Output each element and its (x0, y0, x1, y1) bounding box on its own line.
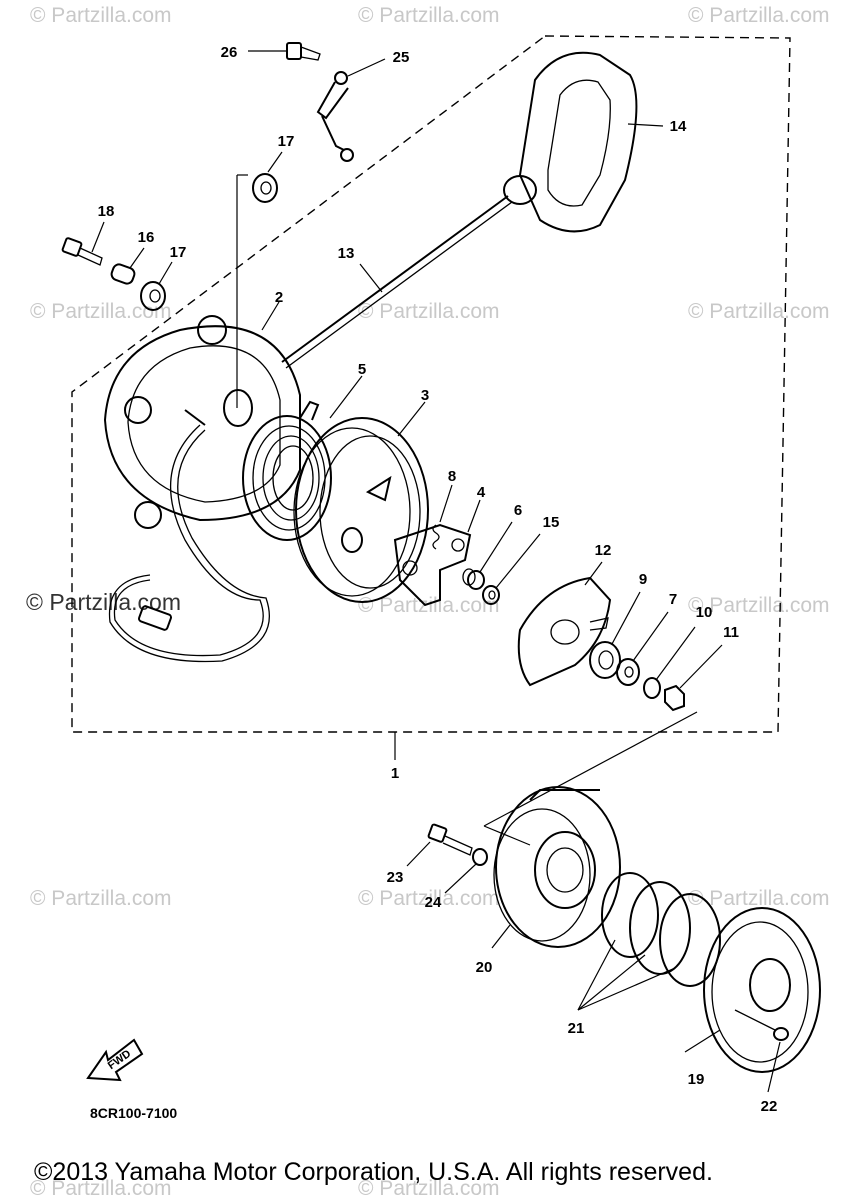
callout-10: 10 (696, 604, 713, 621)
part-2-case (103, 174, 301, 529)
callout-11: 11 (723, 624, 739, 641)
watermark: © Partzilla.com (358, 594, 500, 617)
part-10-spring-washer (643, 626, 696, 699)
part-5-spring (242, 375, 363, 541)
watermark: © Partzilla.com (358, 300, 500, 323)
part-12-friction-plate (517, 561, 612, 687)
callout-19: 19 (688, 1071, 705, 1088)
watermark: © Partzilla.com (30, 300, 172, 323)
part-14-handle (503, 51, 664, 233)
part-7-washer (616, 611, 669, 686)
part-4-drive-plate (393, 499, 481, 607)
watermark-dark: © Partzilla.com (26, 589, 181, 615)
part-23-bolt (406, 823, 473, 867)
callout-13: 13 (338, 245, 355, 262)
watermark: © Partzilla.com (688, 300, 830, 323)
callout-6: 6 (514, 502, 522, 519)
part-6-spring (462, 521, 513, 590)
part-8-spring (432, 484, 453, 550)
watermark: © Partzilla.com (30, 887, 172, 910)
callout-12: 12 (595, 542, 612, 559)
part-3-reel (293, 401, 429, 603)
callout-24: 24 (425, 894, 442, 911)
coil-wire (108, 424, 271, 663)
part-20-pulley (483, 711, 698, 949)
callout-16: 16 (138, 229, 155, 246)
part-16-sleeve (110, 247, 145, 285)
callout-7: 7 (669, 591, 677, 608)
watermark: © Partzilla.com (688, 887, 830, 910)
callout-26: 26 (221, 44, 238, 61)
callout-1: 1 (391, 765, 399, 782)
fwd-arrow-icon: FWD (86, 1038, 144, 1082)
watermark: © Partzilla.com (30, 4, 172, 27)
watermark: © Partzilla.com (688, 594, 830, 617)
watermark: © Partzilla.com (358, 887, 500, 910)
callout-21: 21 (568, 1020, 585, 1037)
part-17-collar-upper (252, 151, 283, 203)
part-24-washer (444, 848, 488, 894)
part-22-screw (734, 1009, 789, 1093)
callout-3: 3 (421, 387, 429, 404)
part-15-washer (482, 533, 541, 605)
part-25-bracket (316, 58, 386, 162)
part-18-bolt (61, 221, 105, 266)
part-26-bolt (248, 42, 321, 61)
callout-5: 5 (358, 361, 366, 378)
callout-9: 9 (639, 571, 647, 588)
part-11-nut (664, 644, 723, 712)
callout-17b: 17 (170, 244, 187, 261)
part-17-collar-lower (140, 261, 173, 311)
callout-15: 15 (543, 514, 560, 531)
callout-22: 22 (761, 1098, 778, 1115)
callout-18: 18 (98, 203, 115, 220)
callout-8: 8 (448, 468, 456, 485)
callout-23: 23 (387, 869, 404, 886)
callout-20: 20 (476, 959, 493, 976)
part-21-plates (577, 872, 721, 1011)
watermark: © Partzilla.com (30, 1177, 172, 1200)
assembly-boundary (71, 35, 791, 733)
part-19-flywheel (684, 907, 821, 1073)
watermark: © Partzilla.com (358, 4, 500, 27)
copyright-notice: ©2013 Yamaha Motor Corporation, U.S.A. A… (34, 1158, 713, 1186)
watermark: © Partzilla.com (358, 1177, 500, 1200)
watermarks: © Partzilla.com © Partzilla.com © Partzi… (26, 4, 830, 1200)
callout-4: 4 (477, 484, 486, 501)
diagram-code: 8CR100-7100 (90, 1105, 177, 1121)
part-9-washer (589, 591, 641, 679)
callout-14: 14 (670, 118, 687, 135)
callout-25: 25 (393, 49, 410, 66)
callout-labels: 1234567891011121314151617171819202122232… (98, 44, 778, 1115)
callout-17a: 17 (278, 133, 295, 150)
part-13-rope (281, 195, 513, 369)
callout-2: 2 (275, 289, 283, 306)
watermark: © Partzilla.com (688, 4, 830, 27)
